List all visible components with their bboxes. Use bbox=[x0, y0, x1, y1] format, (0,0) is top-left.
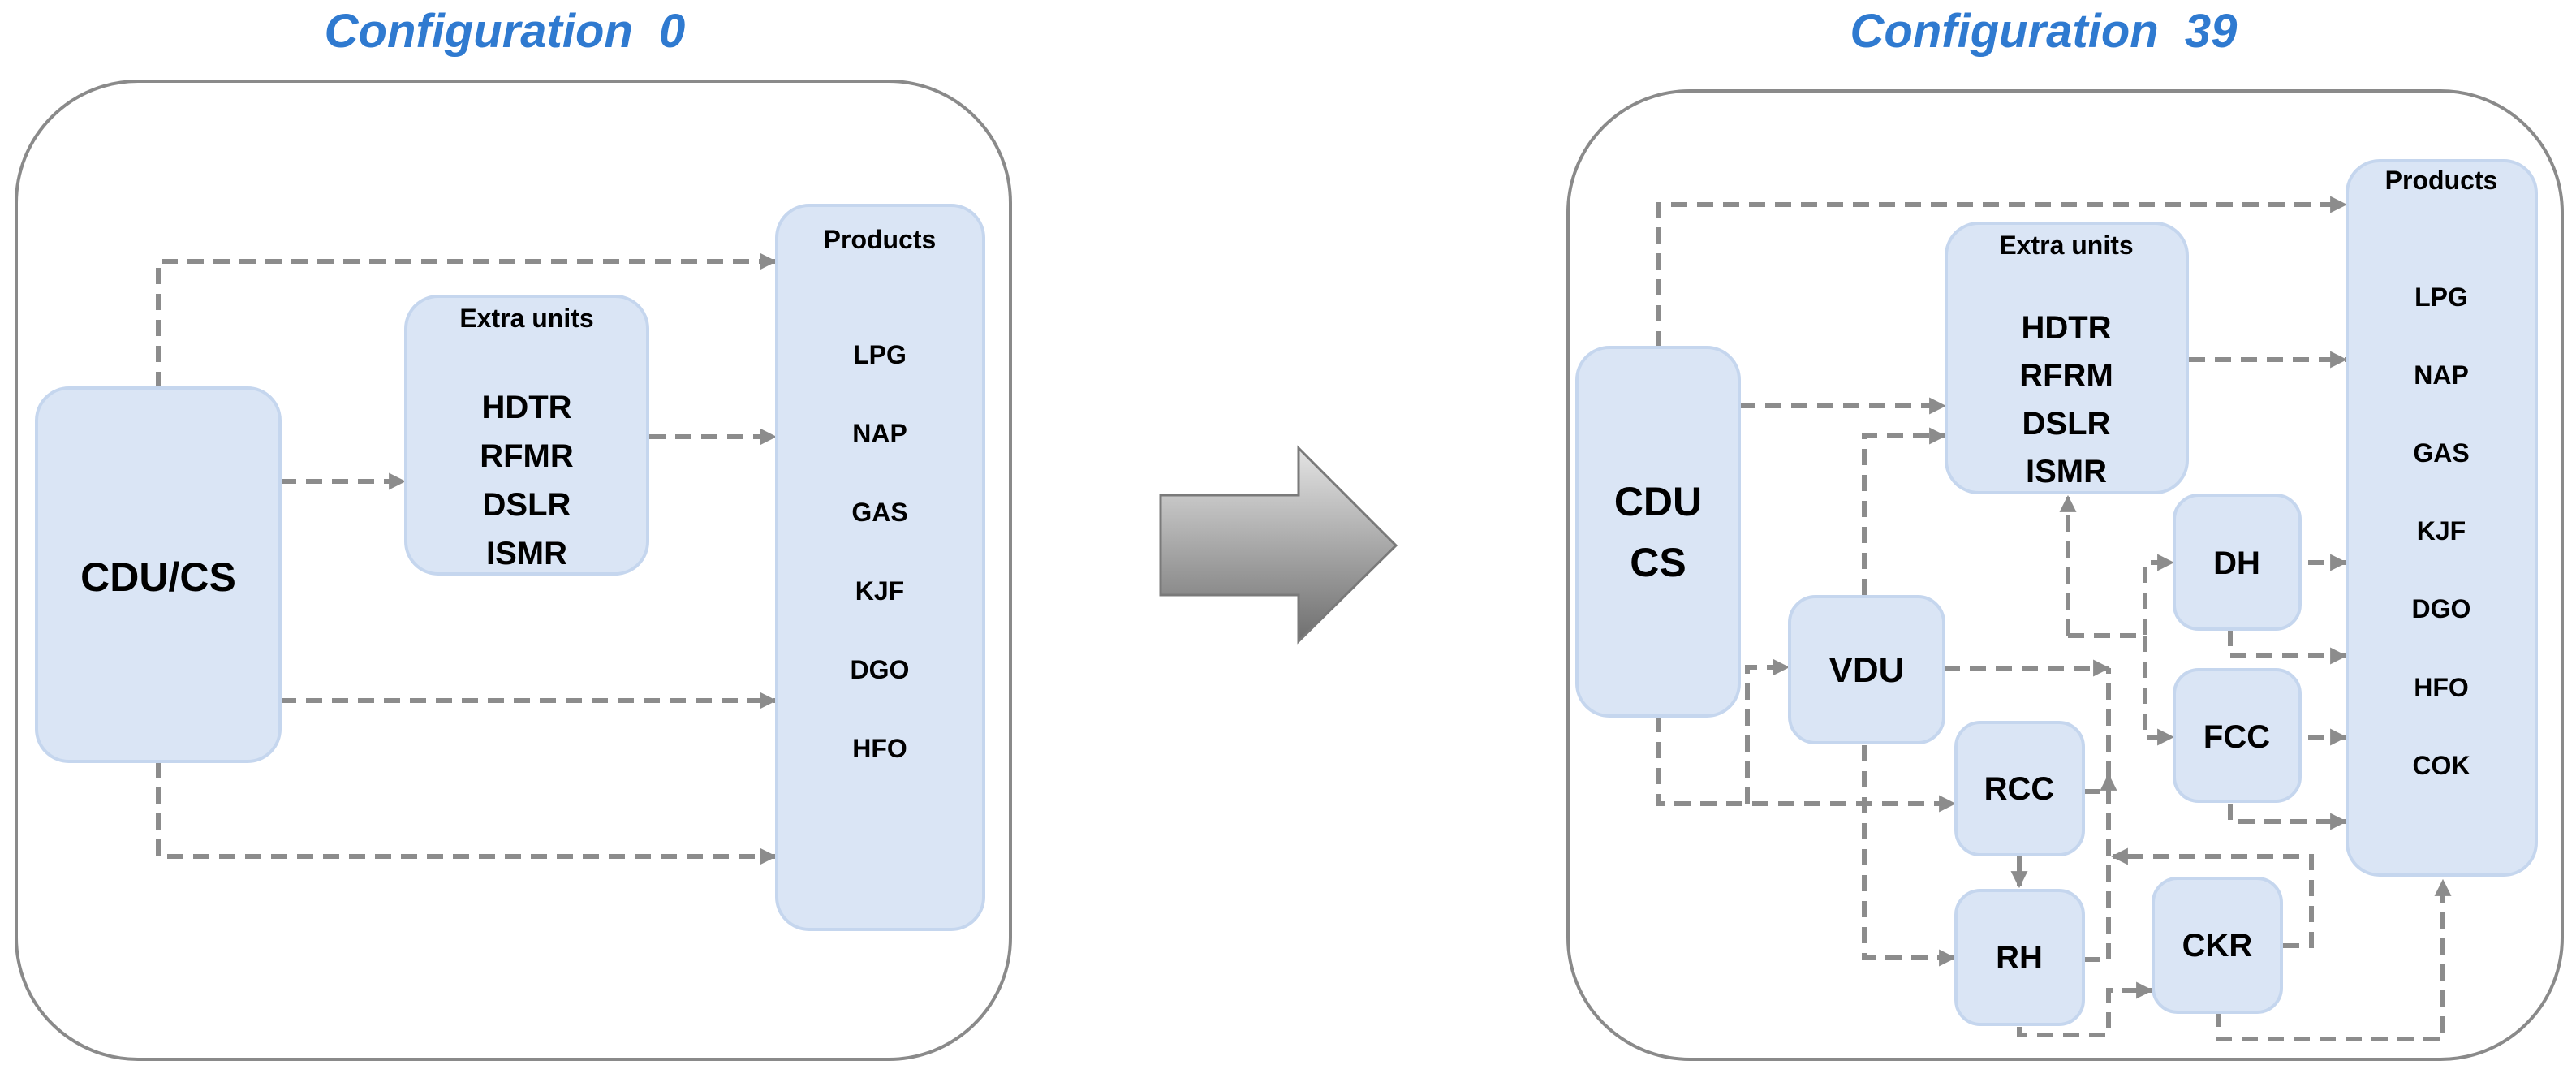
products-heading: Products bbox=[824, 225, 937, 254]
extra-units-heading: Extra units bbox=[459, 304, 593, 333]
extra-unit-hdtr: HDTR bbox=[2021, 310, 2111, 346]
flow-cdu-to-vdu bbox=[1745, 658, 1790, 804]
extra-unit-dslr: DSLR bbox=[483, 487, 571, 523]
product-nap: NAP bbox=[852, 419, 907, 448]
transition-arrow-icon bbox=[1159, 445, 1398, 645]
product-hfo: HFO bbox=[2414, 673, 2469, 702]
products-heading: Products bbox=[2385, 166, 2498, 195]
extra-unit-ismr: ISMR bbox=[486, 536, 567, 571]
config-0-flow-lines bbox=[156, 252, 778, 865]
flow-vdu-to-extra-units bbox=[1862, 427, 1947, 595]
flow-cdu-to-rcc bbox=[1656, 716, 1957, 813]
products-box bbox=[2346, 159, 2538, 877]
product-hfo: HFO bbox=[852, 734, 907, 763]
product-nap: NAP bbox=[2414, 360, 2469, 390]
config-39-flow-lines bbox=[1656, 196, 2452, 1041]
cdu-cs-label: CDU/CS bbox=[80, 554, 236, 600]
config-0-cdu-cs-unit: CDU/CS bbox=[35, 386, 282, 763]
cdu-cs-box bbox=[35, 386, 282, 763]
fcc-unit: FCC bbox=[2173, 668, 2302, 803]
rcc-box bbox=[1954, 721, 2085, 856]
config-39-frame bbox=[1566, 89, 2564, 1061]
vdu-box bbox=[1788, 595, 1945, 744]
fcc-box bbox=[2173, 668, 2302, 803]
extra-unit-dslr: DSLR bbox=[2022, 406, 2111, 442]
product-dgo: DGO bbox=[2412, 594, 2471, 623]
flow-cdu-to-products-top bbox=[156, 252, 778, 388]
ckr-unit: CKR bbox=[2152, 877, 2283, 1014]
fcc-label: FCC bbox=[2203, 719, 2270, 755]
vdu-unit: VDU bbox=[1788, 595, 1945, 744]
vdu-label: VDU bbox=[1829, 650, 1905, 690]
rh-box bbox=[1954, 889, 2085, 1026]
config-0-extra-units: Extra units HDTR RFMR DSLR ISMR bbox=[404, 295, 649, 576]
flow-dh-to-products-lower bbox=[2228, 630, 2348, 665]
config-39-cdu-cs-unit: CDU CS bbox=[1575, 346, 1741, 718]
flow-rh-to-ckr bbox=[2017, 981, 2154, 1037]
config-0-title: Configuration 0 bbox=[325, 5, 686, 58]
extra-units-box bbox=[404, 295, 649, 576]
flow-cdu-to-products-top bbox=[1656, 196, 2348, 347]
config-39-products: Products LPG NAP GAS KJF DGO HFO COK bbox=[2346, 159, 2538, 877]
product-lpg: LPG bbox=[2414, 282, 2468, 312]
rcc-unit: RCC bbox=[1954, 721, 2085, 856]
extra-unit-rfmr: RFMR bbox=[480, 438, 574, 474]
cdu-label: CDU bbox=[1614, 479, 1702, 524]
product-kjf: KJF bbox=[855, 576, 904, 606]
product-kjf: KJF bbox=[2417, 516, 2466, 545]
extra-unit-hdtr: HDTR bbox=[481, 390, 571, 425]
config-0-products: Products LPG NAP GAS KJF DGO HFO bbox=[775, 204, 985, 931]
ckr-box bbox=[2152, 877, 2283, 1014]
ckr-label: CKR bbox=[2182, 928, 2253, 964]
extra-unit-rfrm: RFRM bbox=[2019, 358, 2113, 394]
dh-label: DH bbox=[2213, 545, 2260, 581]
flow-junction-to-dh bbox=[2068, 554, 2175, 638]
product-cok: COK bbox=[2412, 751, 2470, 780]
flow-rcc-to-junction bbox=[2084, 773, 2117, 794]
product-gas: GAS bbox=[851, 498, 907, 527]
flow-ckr-to-products bbox=[2216, 878, 2452, 1041]
flow-cdu-to-products-bottom bbox=[156, 761, 778, 865]
rh-label: RH bbox=[1996, 940, 2043, 976]
extra-unit-ismr: ISMR bbox=[2026, 454, 2107, 489]
extra-units-box bbox=[1945, 222, 2189, 494]
dh-box bbox=[2173, 494, 2302, 631]
config-39-extra-units: Extra units HDTR RFRM DSLR ISMR bbox=[1945, 222, 2189, 494]
product-lpg: LPG bbox=[853, 340, 907, 369]
product-gas: GAS bbox=[2413, 438, 2469, 468]
rh-unit: RH bbox=[1954, 889, 2085, 1026]
rcc-label: RCC bbox=[1984, 771, 2055, 807]
extra-units-heading: Extra units bbox=[1999, 231, 2133, 260]
cs-label: CS bbox=[1630, 540, 1686, 585]
flow-fcc-to-products-lower bbox=[2228, 804, 2348, 830]
product-dgo: DGO bbox=[851, 655, 910, 684]
flow-ckr-to-junction bbox=[2110, 847, 2314, 948]
dh-unit: DH bbox=[2173, 494, 2302, 631]
config-39-title: Configuration 39 bbox=[1850, 5, 2238, 58]
products-box bbox=[775, 204, 985, 931]
flow-vdu-to-rh bbox=[1862, 745, 1957, 967]
cdu-cs-box bbox=[1575, 346, 1741, 718]
flow-junction-to-fcc bbox=[2143, 636, 2175, 746]
